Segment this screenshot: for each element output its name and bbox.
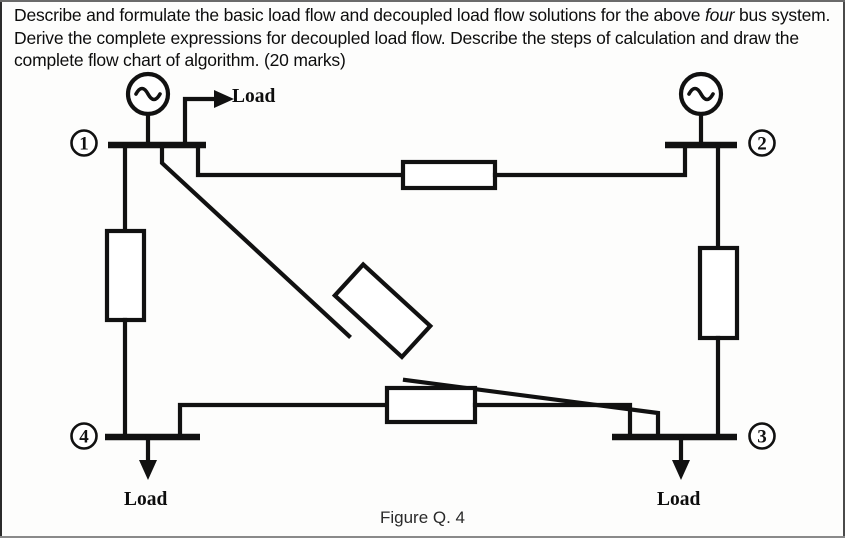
page-border-bottom xyxy=(0,536,845,538)
impedance-line-1-4 xyxy=(104,228,147,323)
bus-label-3: 3 xyxy=(748,422,776,450)
svg-text:1: 1 xyxy=(79,134,89,155)
load-arrow-bus-1 xyxy=(214,90,234,108)
load-tap-bus-3 xyxy=(672,434,690,480)
svg-text:2: 2 xyxy=(757,134,767,155)
impedance-line-1-2 xyxy=(400,159,498,191)
page-border-right xyxy=(843,0,845,538)
line-1-2-left-segment xyxy=(195,142,406,178)
impedance-line-4-3 xyxy=(384,385,478,425)
page-border-top xyxy=(0,0,845,2)
line-4-3-right-segment xyxy=(472,402,633,440)
figure-caption: Figure Q. 4 xyxy=(379,508,466,527)
load-arrow-bus-4 xyxy=(139,460,157,480)
page-border-left xyxy=(0,0,2,538)
question-text-part-1: Describe and formulate the basic load fl… xyxy=(14,5,705,25)
impedance-line-1-3 xyxy=(331,261,434,360)
line-1-3-upper-segment xyxy=(159,142,352,339)
svg-text:3: 3 xyxy=(757,427,767,448)
question-text-part-2: bus system. Derive the complete expressi… xyxy=(14,5,831,70)
load-tap-bus-4 xyxy=(139,434,157,480)
generator-bus-1 xyxy=(125,71,171,148)
question-italic-word: four xyxy=(705,5,735,25)
power-system-diagram: 1 2 xyxy=(0,68,845,508)
bus-label-2: 2 xyxy=(748,129,776,157)
load-arrow-bus-3 xyxy=(672,460,690,480)
load-label-bus-3: Load xyxy=(657,489,701,508)
bus-label-1: 1 xyxy=(70,129,98,157)
bus-label-4: 4 xyxy=(70,422,98,450)
line-1-2-right-segment xyxy=(492,142,688,178)
generator-bus-2 xyxy=(678,71,724,148)
svg-text:4: 4 xyxy=(79,427,89,448)
load-label-bus-1: Load xyxy=(232,86,276,107)
line-1-3-lower-segment xyxy=(402,377,661,440)
load-label-bus-4: Load xyxy=(124,489,168,508)
load-tap-bus-1 xyxy=(182,90,234,148)
line-4-3-left-segment xyxy=(177,402,390,440)
impedance-line-2-3 xyxy=(697,245,740,341)
question-text: Describe and formulate the basic load fl… xyxy=(14,4,834,72)
